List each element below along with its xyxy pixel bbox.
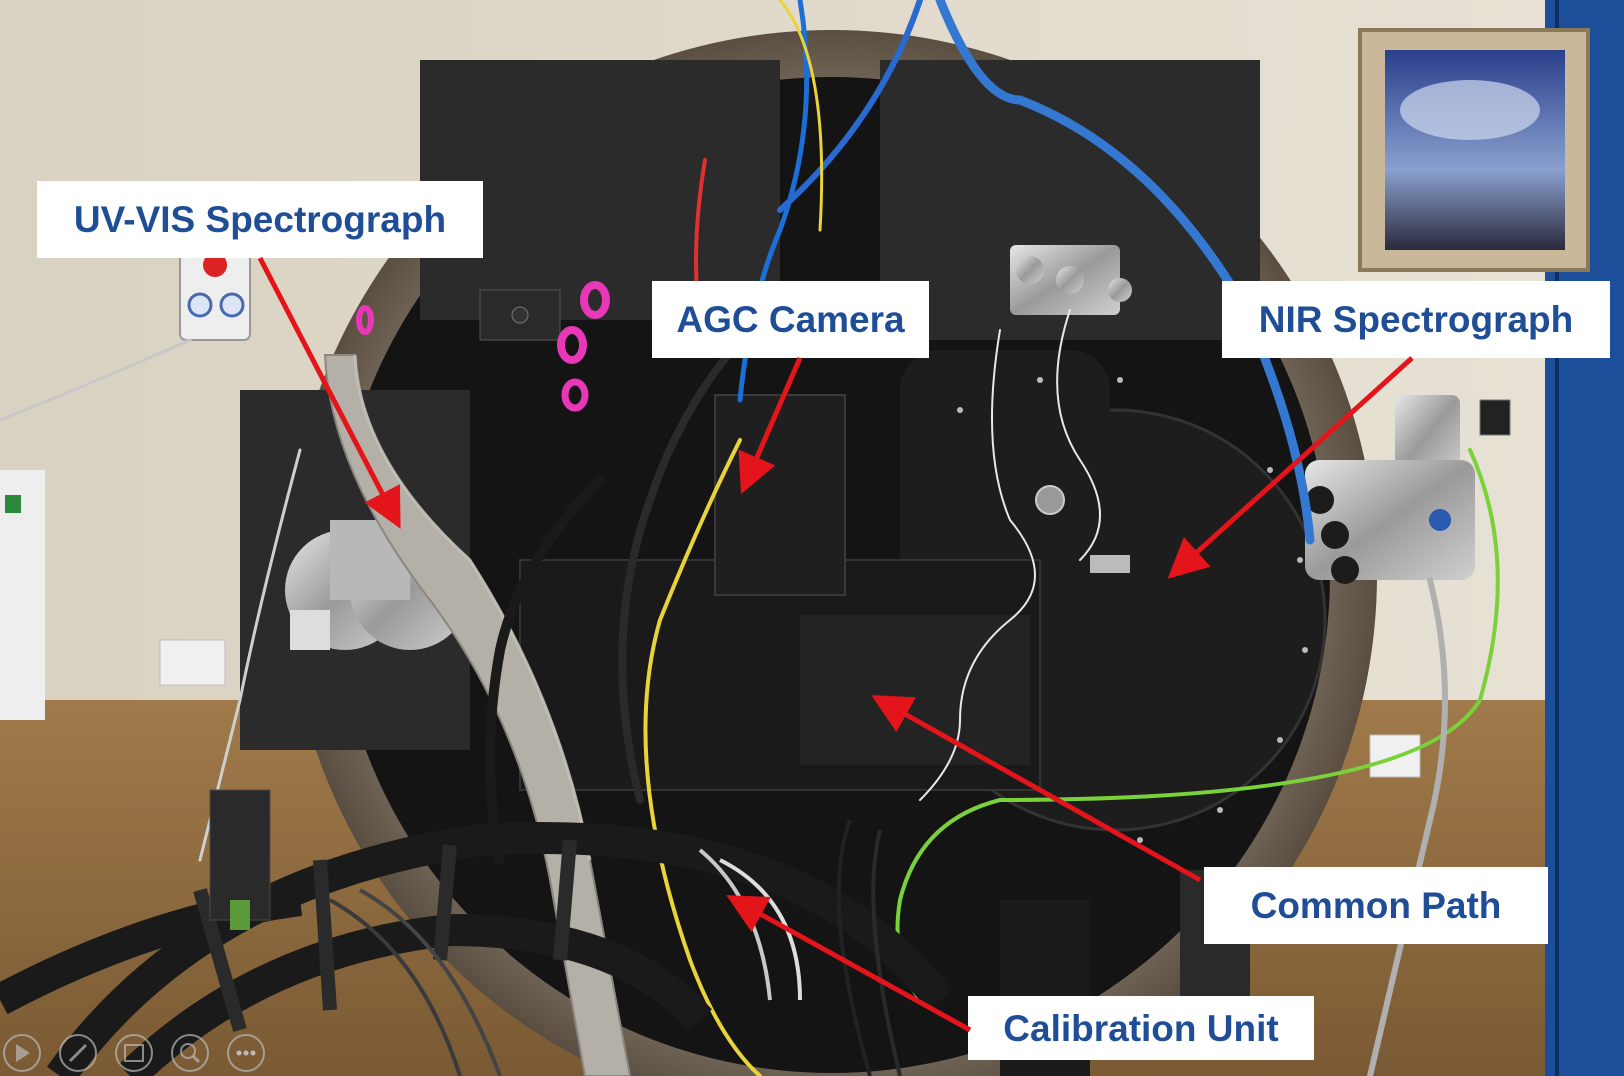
slideshow-controls <box>3 1034 265 1072</box>
label-calibration-unit: Calibration Unit <box>968 996 1314 1060</box>
label-uv-vis-spectrograph: UV-VIS Spectrograph <box>37 181 483 258</box>
zoom-icon[interactable] <box>171 1034 209 1072</box>
slides-icon[interactable] <box>115 1034 153 1072</box>
label-nir-spectrograph: NIR Spectrograph <box>1222 281 1610 358</box>
pen-icon[interactable] <box>59 1034 97 1072</box>
more-icon[interactable] <box>227 1034 265 1072</box>
label-common-path: Common Path <box>1204 867 1548 944</box>
play-icon[interactable] <box>3 1034 41 1072</box>
label-agc-camera: AGC Camera <box>652 281 929 358</box>
